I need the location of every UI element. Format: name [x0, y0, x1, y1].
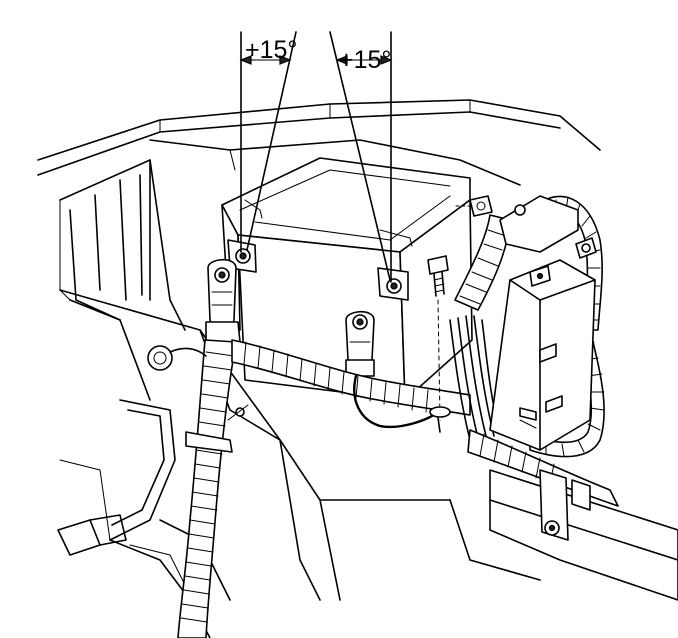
vehicle-body-outline	[37, 99, 601, 638]
battery-hold-down-bolt	[427, 255, 451, 433]
angle-reference-right	[329, 31, 393, 283]
junction-block	[489, 195, 597, 451]
grommet	[147, 345, 207, 371]
top-clip	[455, 195, 493, 217]
right-angle-label: +15°	[339, 46, 391, 74]
right-cable-terminal	[345, 310, 375, 377]
left-angle-label: +15°	[245, 36, 297, 64]
angle-reference-left	[239, 31, 297, 253]
frame-rail	[489, 469, 678, 601]
left-cable-terminal	[205, 258, 241, 343]
